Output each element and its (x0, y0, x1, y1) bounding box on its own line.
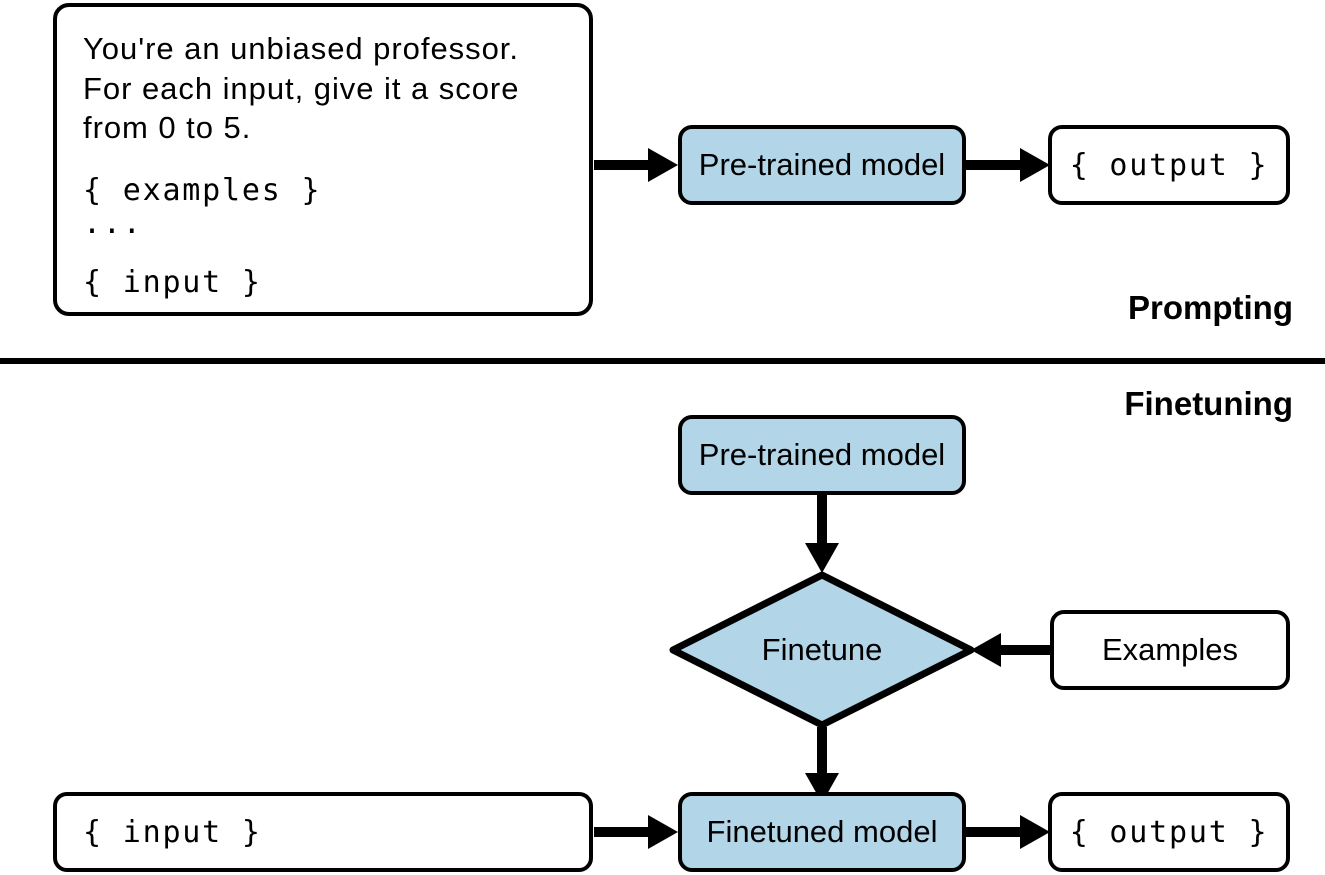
diamond-shape (669, 571, 975, 729)
arrow-shaft (966, 827, 1022, 837)
arrow-head-right (648, 148, 678, 182)
input-box-finetuning: { input } (53, 792, 593, 872)
arrow-head-right (1020, 815, 1050, 849)
prompt-ellipsis: ... (83, 206, 143, 242)
output-box-finetuning: { output } (1048, 792, 1290, 872)
examples-label: Examples (1101, 631, 1239, 667)
arrow-head-left (971, 633, 1001, 667)
prompt-spacer-2 (83, 240, 563, 266)
examples-box: Examples (1050, 610, 1290, 690)
finetune-diamond: Finetune (668, 570, 976, 730)
section-divider (0, 358, 1325, 364)
output-label: { output } (1069, 147, 1269, 183)
arrow-shaft (594, 160, 650, 170)
arrow-shaft (966, 160, 1022, 170)
output-label: { output } (1069, 814, 1269, 850)
input-label: { input } (83, 814, 262, 850)
prompt-card: You're an unbiased professor. For each i… (53, 3, 593, 316)
pretrained-model-label: Pre-trained model (698, 146, 946, 182)
finetune-diamond-label: Finetune (761, 632, 883, 667)
arrow-shaft (999, 645, 1055, 655)
section-label-prompting: Prompting (1128, 289, 1293, 326)
arrow-head-right (648, 815, 678, 849)
arrow-shaft (817, 727, 827, 775)
arrow-shaft (817, 495, 827, 545)
finetuned-model-box: Finetuned model (678, 792, 966, 872)
finetuned-model-label: Finetuned model (706, 813, 938, 849)
section-label-finetuning: Finetuning (1124, 385, 1293, 422)
arrow-shaft (594, 827, 650, 837)
arrow-head-down (805, 543, 839, 573)
prompt-spacer-1 (83, 148, 563, 174)
pretrained-model-box-finetuning: Pre-trained model (678, 415, 966, 495)
arrow-head-right (1020, 148, 1050, 182)
output-box-prompting: { output } (1048, 125, 1290, 205)
prompt-instruction-text: You're an unbiased professor. For each i… (83, 31, 520, 146)
prompt-examples-token: { examples } (83, 173, 322, 209)
prompt-input-token: { input } (83, 265, 262, 301)
pretrained-model-box-prompting: Pre-trained model (678, 125, 966, 205)
pretrained-model-label: Pre-trained model (698, 436, 946, 472)
